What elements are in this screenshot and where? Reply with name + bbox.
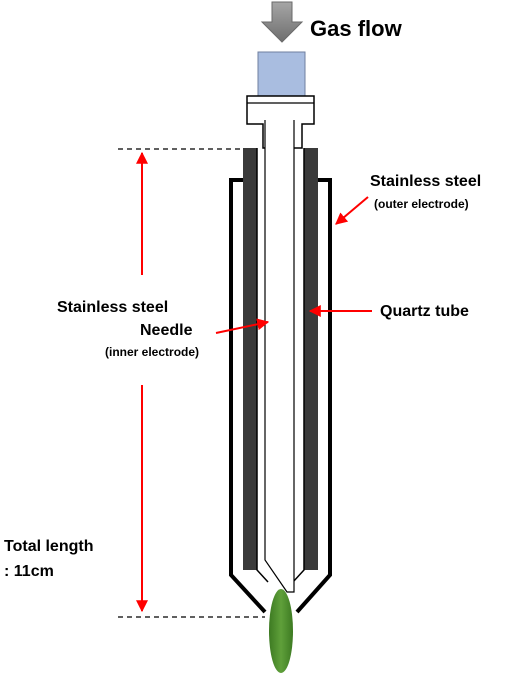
- needle-sublabel: (inner electrode): [105, 345, 199, 359]
- total-length-value: : 11cm: [4, 563, 54, 580]
- outer-electrode-pointer: [335, 196, 369, 225]
- gas-flow-arrow: [260, 1, 304, 43]
- outer-casing-left: [229, 178, 267, 614]
- gas-flow-label: Gas flow: [310, 16, 403, 41]
- outer-electrode-sublabel: (outer electrode): [374, 197, 469, 211]
- needle-pointer: [215, 318, 270, 334]
- outer-casing-right: [295, 178, 332, 614]
- plasma-plume: [269, 589, 293, 673]
- inner-needle: [264, 120, 295, 593]
- needle-label-line2: Needle: [140, 322, 193, 339]
- quartz-tube: [256, 148, 305, 583]
- quartz-tube-label: Quartz tube: [380, 303, 469, 320]
- outer-electrode-right-bar: [304, 148, 318, 570]
- needle-label-line1: Stainless steel: [57, 299, 168, 316]
- total-length-label: Total length: [4, 538, 93, 555]
- outer-electrode-label: Stainless steel: [370, 173, 481, 190]
- gas-connector: [257, 51, 306, 97]
- outer-electrode-left-bar: [243, 148, 257, 570]
